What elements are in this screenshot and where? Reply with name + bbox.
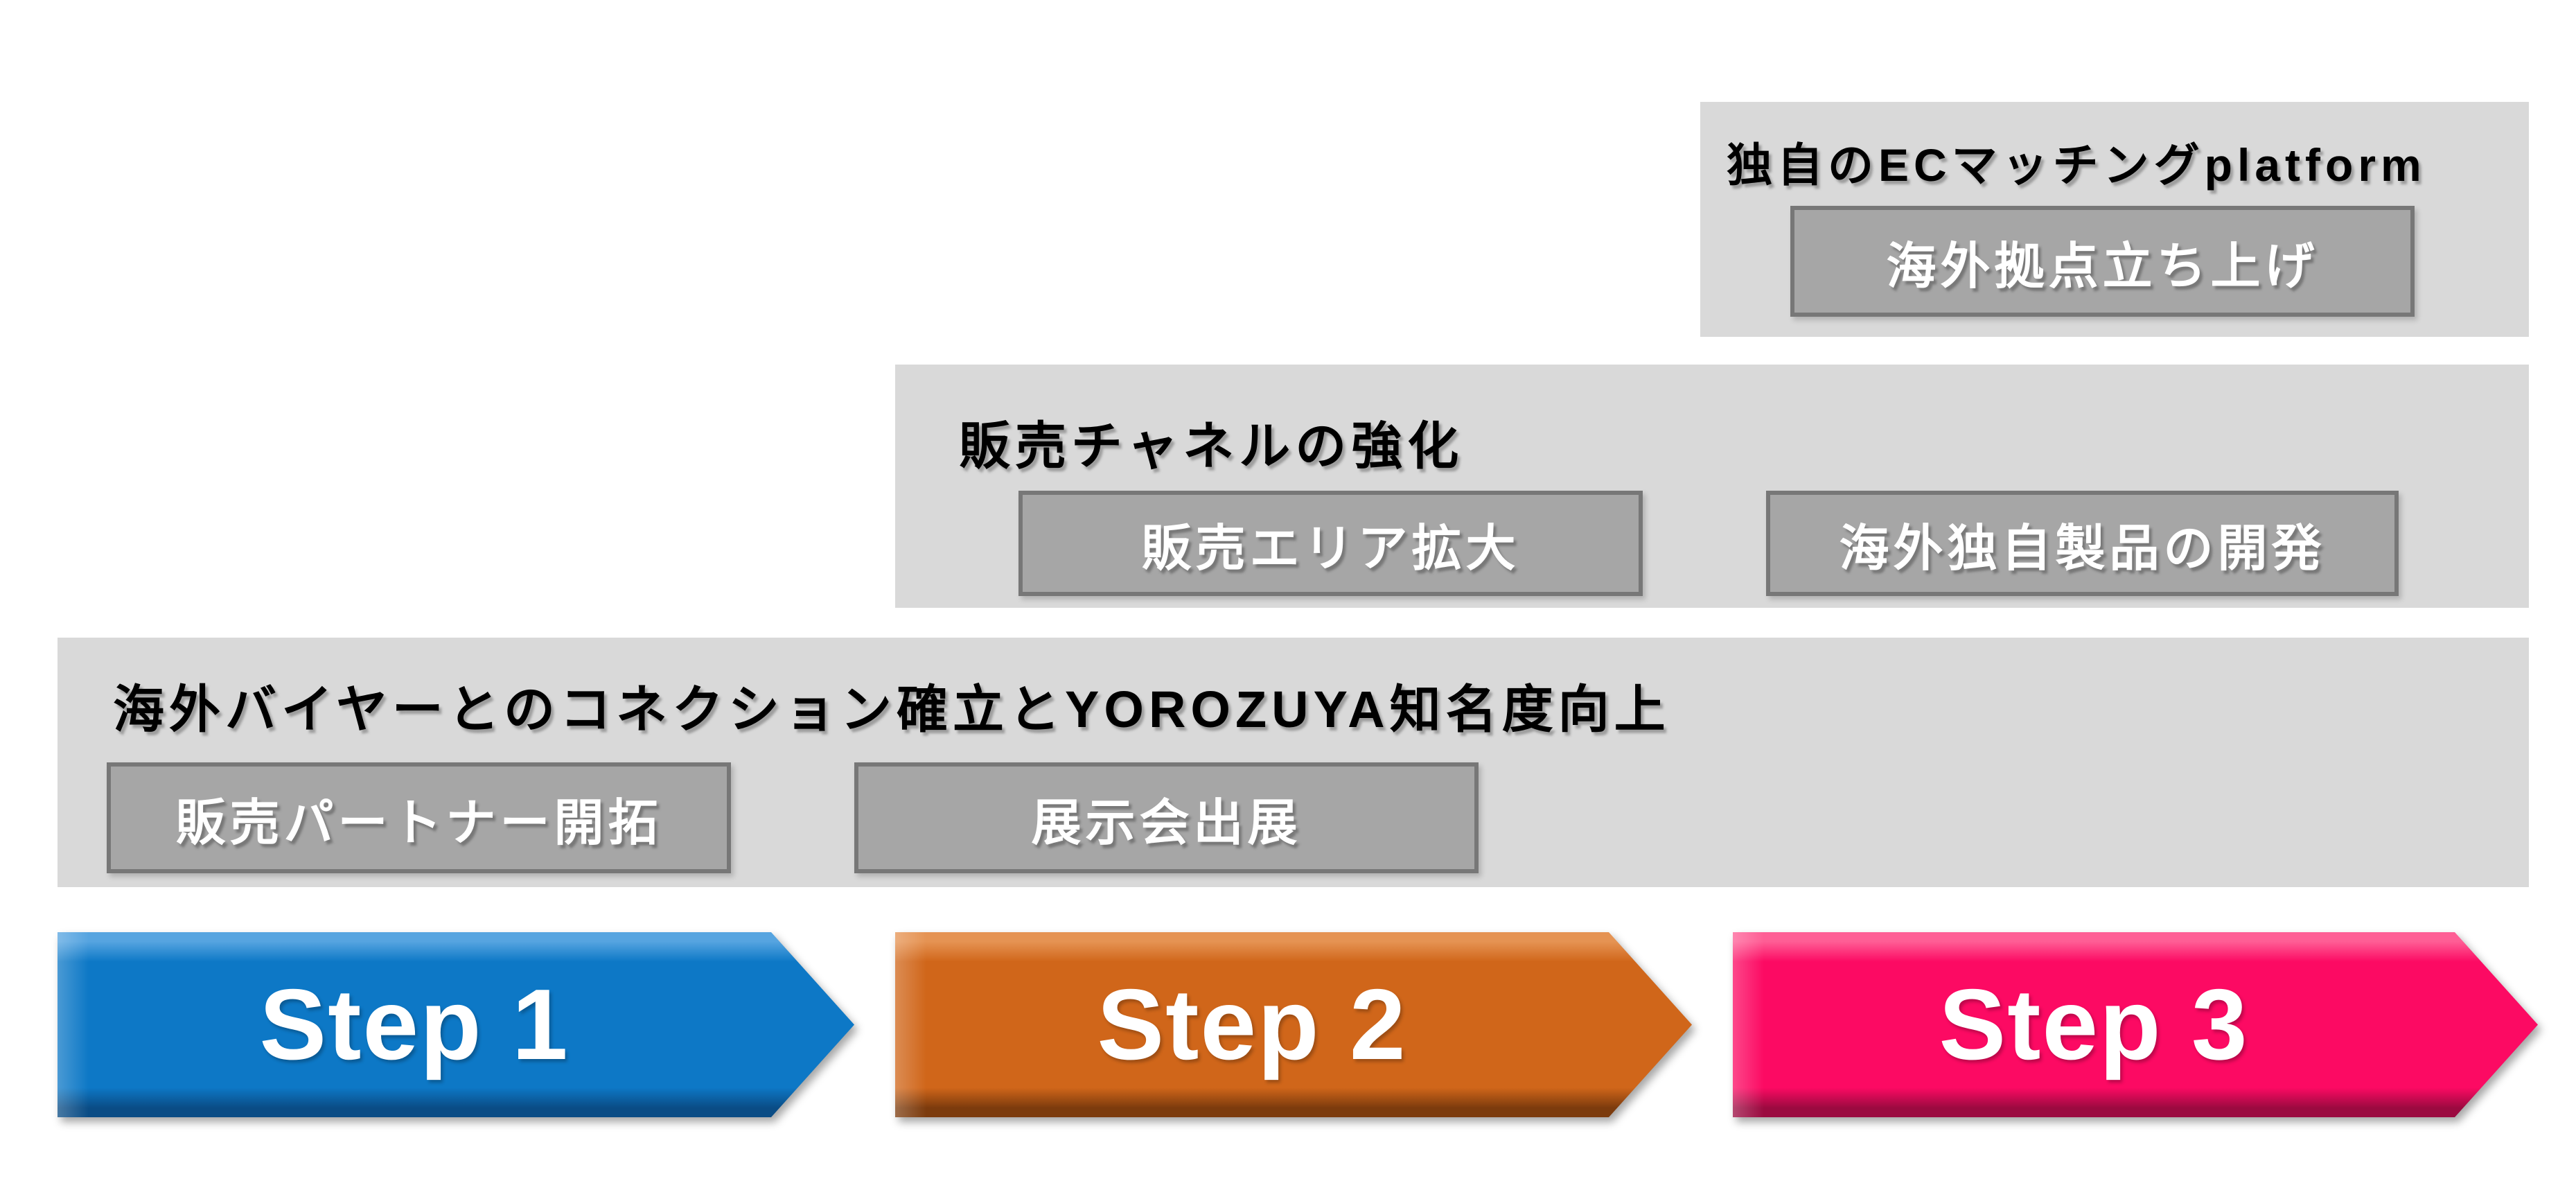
tag-label: 展示会出展 — [1031, 795, 1302, 851]
step3-arrow-shape: Step 3 — [1733, 932, 2538, 1117]
tag-exhibition-participation: 展示会出展 — [854, 762, 1479, 873]
step1-arrow-shape: Step 1 — [58, 932, 854, 1117]
step3-arrow: Step 3 — [1733, 932, 2538, 1117]
phase-box-step1: 海外バイヤーとのコネクション確立とYOROZUYA知名度向上 販売パートナー開拓… — [58, 638, 2529, 887]
tag-overseas-base-launch: 海外拠点立ち上げ — [1790, 206, 2415, 317]
tag-label: 販売パートナー開拓 — [175, 795, 662, 851]
phase-box-step3: 独自のECマッチングplatform 海外拠点立ち上げ — [1700, 102, 2529, 337]
tag-label: 海外拠点立ち上げ — [1886, 238, 2319, 295]
phase-title-step3: 独自のECマッチングplatform — [1727, 139, 2426, 191]
phase-title-step1: 海外バイヤーとのコネクション確立とYOROZUYA知名度向上 — [113, 681, 1670, 738]
step2-arrow: Step 2 — [895, 932, 1692, 1117]
step2-label: Step 2 — [1097, 968, 1407, 1081]
step1-arrow: Step 1 — [58, 932, 854, 1117]
tag-label: 販売エリア拡大 — [1141, 520, 1520, 577]
tag-overseas-product-development: 海外独自製品の開発 — [1766, 491, 2399, 596]
step2-arrow-shape: Step 2 — [895, 932, 1692, 1117]
tag-label: 海外独自製品の開発 — [1839, 520, 2326, 577]
tag-sales-area-expansion: 販売エリア拡大 — [1018, 491, 1643, 596]
tag-sales-partner-development: 販売パートナー開拓 — [107, 762, 731, 873]
phase-title-step2: 販売チャネルの強化 — [959, 417, 1464, 475]
step3-label: Step 3 — [1939, 968, 2249, 1081]
phase-box-step2: 販売チャネルの強化 販売エリア拡大 海外独自製品の開発 — [895, 365, 2529, 608]
step1-label: Step 1 — [259, 968, 570, 1081]
